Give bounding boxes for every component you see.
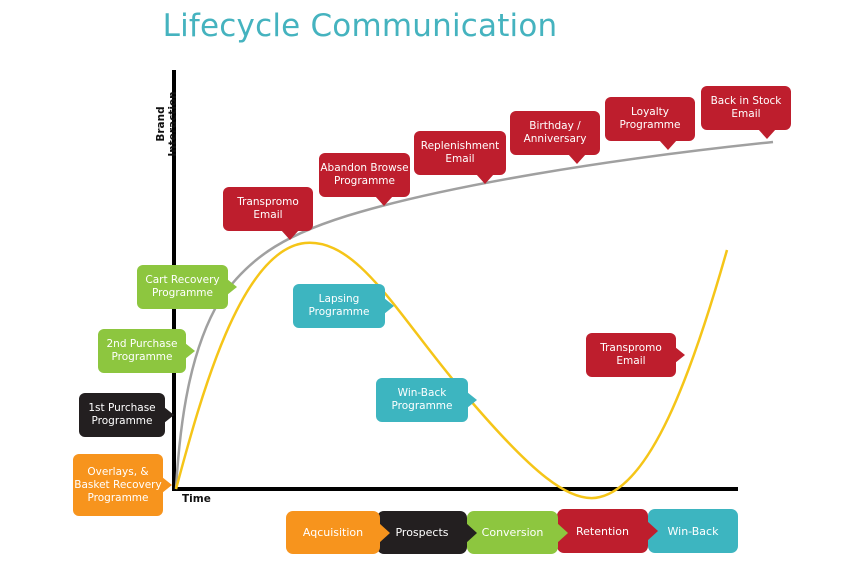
callout-cart-recovery: Cart Recovery Programme <box>137 265 237 309</box>
callout-replenishment: Replenishment Email <box>414 131 506 184</box>
callout-loyalty: Loyalty Programme <box>605 97 695 150</box>
callout-back-in-stock: Back in Stock Email <box>701 86 791 139</box>
callout-first-purchase: 1st Purchase Programme <box>79 393 174 437</box>
stage-conversion: Conversion <box>467 511 568 554</box>
callout-lapsing: Lapsing Programme <box>293 284 394 328</box>
stage-retention: Retention <box>557 509 658 553</box>
callout-second-purchase: 2nd Purchase Programme <box>98 329 195 373</box>
page-title: Lifecycle Communication <box>162 8 558 44</box>
callout-abandon-browse: Abandon Browse Programme <box>319 153 410 206</box>
stage-win-back: Win-Back <box>648 509 738 553</box>
x-axis-label: Time <box>182 493 211 505</box>
y-axis-label: Brand Interaction <box>155 91 179 157</box>
callout-transpromo-email-2: Transpromo Email <box>586 333 685 377</box>
callout-win-back: Win-Back Programme <box>376 378 477 422</box>
stage-prospects: Prospects <box>377 511 477 554</box>
callout-transpromo-email: Transpromo Email <box>223 187 313 240</box>
callout-overlays: Overlays, & Basket Recovery Programme <box>73 454 172 516</box>
callout-birthday: Birthday / Anniversary <box>510 111 600 164</box>
stage-acquisition: Aqcuisition <box>286 511 390 554</box>
